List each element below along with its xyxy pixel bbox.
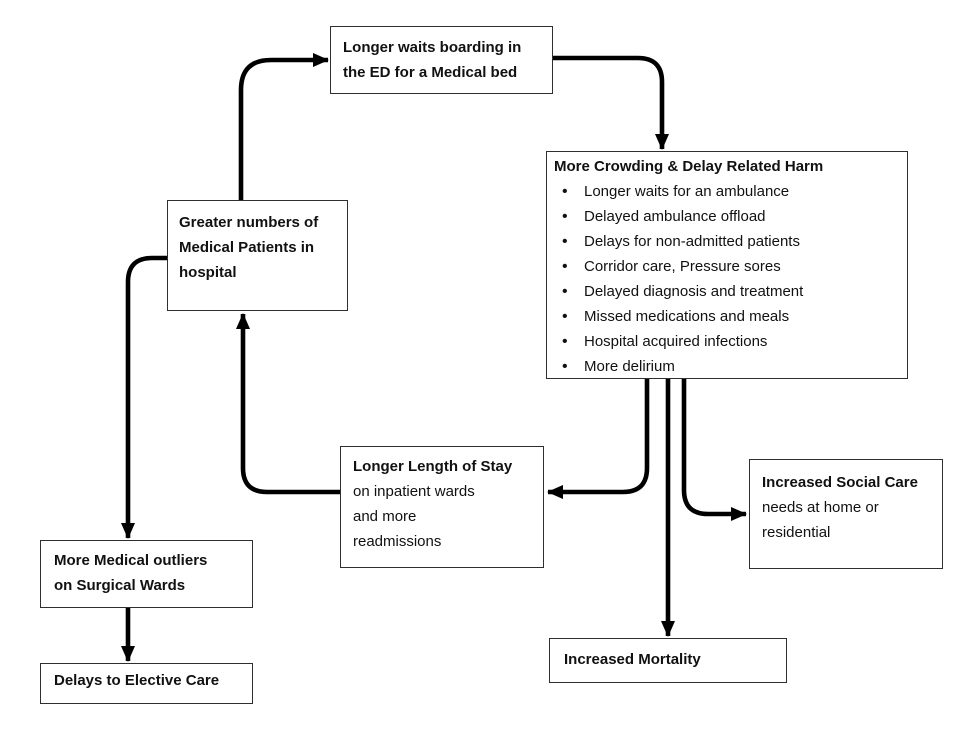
harm-list-item: • Missed medications and meals — [547, 304, 903, 329]
harm-list-item-label: Corridor care, Pressure sores — [584, 258, 781, 275]
node-mortality: Increased Mortality — [549, 638, 787, 683]
bullet-glyph: • — [562, 208, 568, 225]
node-length-of-stay: Longer Length of Stay on inpatient wards… — [340, 446, 544, 568]
node-label-line: Increased Mortality — [564, 651, 701, 668]
node-label-line: needs at home or — [762, 499, 879, 516]
node-label-line: Delays to Elective Care — [54, 672, 220, 689]
harm-list-item: • Hospital acquired infections — [547, 329, 903, 354]
harm-list-item-label: Delayed ambulance offload — [584, 208, 766, 225]
node-label-line: on Surgical Wards — [54, 577, 186, 594]
node-label-line: Longer waits boarding in — [343, 39, 522, 56]
node-label-line: the ED for a Medical bed — [343, 64, 518, 81]
node-label-line: Medical Patients in — [179, 239, 315, 256]
node-title: More Crowding & Delay Related Harm — [554, 158, 824, 175]
bullet-glyph: • — [562, 258, 568, 275]
bullet-glyph: • — [562, 283, 568, 300]
node-crowding-harm: More Crowding & Delay Related Harm • Lon… — [546, 151, 908, 379]
harm-list-item: • Delays for non-admitted patients — [547, 229, 903, 254]
harm-list-item: • Corridor care, Pressure sores — [547, 254, 903, 279]
harm-list-item: • Longer waits for an ambulance — [547, 179, 903, 204]
node-label-line: and more — [353, 508, 417, 525]
node-label-line: More Medical outliers — [54, 552, 208, 569]
node-ed-boarding-wait: Longer waits boarding in the ED for a Me… — [330, 26, 553, 94]
node-label-line: on inpatient wards — [353, 483, 475, 500]
harm-list-item-label: More delirium — [584, 358, 675, 375]
edge-greater-numbers-to-outliers — [121, 255, 167, 539]
harm-list-item-label: Missed medications and meals — [584, 308, 790, 325]
harm-list-item: • More delirium — [547, 354, 903, 379]
edge-crowding-to-length-of-stay — [547, 379, 650, 499]
node-label-line: hospital — [179, 264, 237, 281]
edge-crowding-to-social-care — [681, 379, 747, 521]
harm-list: • Longer waits for an ambulance • Delaye… — [547, 179, 903, 379]
harm-list-item-label: Longer waits for an ambulance — [584, 183, 790, 200]
harm-list-item-label: Delays for non-admitted patients — [584, 233, 800, 250]
node-label-line: Greater numbers of — [179, 214, 319, 231]
node-label-line: readmissions — [353, 533, 442, 550]
node-social-care: Increased Social Care needs at home or r… — [749, 459, 943, 569]
bullet-glyph: • — [562, 233, 568, 250]
harm-list-item-label: Delayed diagnosis and treatment — [584, 283, 804, 300]
node-medical-outliers: More Medical outliers on Surgical Wards — [40, 540, 253, 608]
bullet-glyph: • — [562, 358, 568, 375]
node-title: Longer Length of Stay — [353, 458, 513, 475]
node-greater-numbers: Greater numbers of Medical Patients in h… — [167, 200, 348, 311]
bullet-glyph: • — [562, 183, 568, 200]
bullet-glyph: • — [562, 333, 568, 350]
harm-list-item-label: Hospital acquired infections — [584, 333, 768, 350]
edge-length-of-stay-to-greater-numbers — [236, 313, 340, 495]
harm-list-item: • Delayed ambulance offload — [547, 204, 903, 229]
bullet-glyph: • — [562, 308, 568, 325]
node-elective-delays: Delays to Elective Care — [40, 663, 253, 704]
harm-list-item: • Delayed diagnosis and treatment — [547, 279, 903, 304]
edge-ed-boarding-to-crowding — [553, 55, 669, 150]
node-title: Increased Social Care — [762, 474, 918, 491]
edge-greater-numbers-to-ed-boarding — [238, 53, 329, 200]
node-label-line: residential — [762, 524, 831, 541]
